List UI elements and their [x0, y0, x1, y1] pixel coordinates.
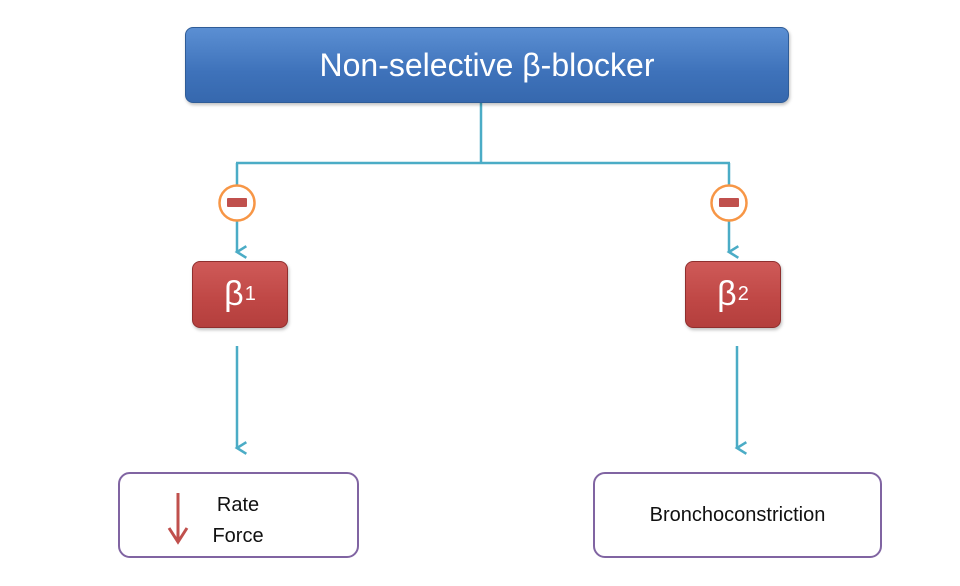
rate-label: Rate: [216, 494, 260, 516]
left-inhibition-icon: [218, 184, 256, 222]
beta2-subscript: 2: [737, 283, 749, 305]
down-arrow-icon: [167, 493, 189, 545]
right-inhibition-icon: [710, 184, 748, 222]
force-label: Force: [212, 525, 264, 547]
bronchial-effect-node: Bronchoconstriction: [593, 472, 882, 558]
cardiac-effect-node: Rate Force: [118, 472, 359, 558]
beta2-symbol: β: [717, 275, 737, 313]
bronchoconstriction-label: Bronchoconstriction: [649, 503, 826, 526]
beta1-subscript: 1: [244, 283, 256, 305]
drug-label: Non-selective β-blocker: [319, 46, 655, 83]
drug-node: Non-selective β-blocker: [185, 27, 789, 103]
beta1-symbol: β: [224, 275, 244, 313]
